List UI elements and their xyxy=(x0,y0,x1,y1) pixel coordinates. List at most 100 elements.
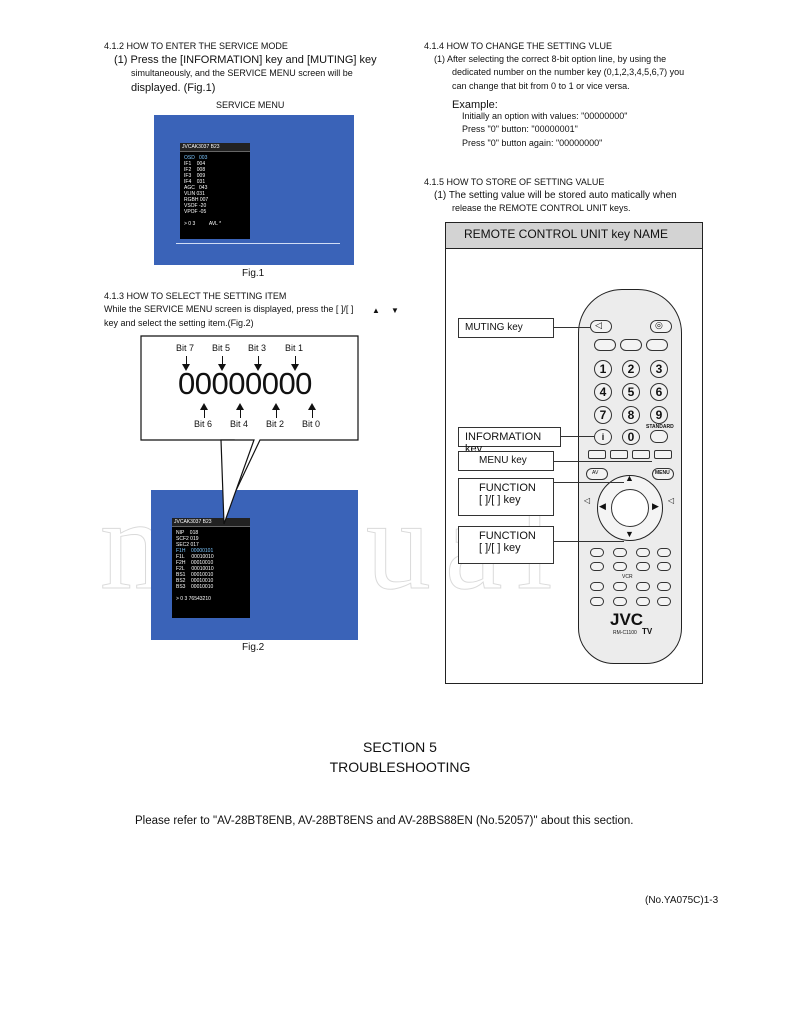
remote-key[interactable] xyxy=(646,339,668,351)
fig1-caption: Fig.1 xyxy=(242,268,265,279)
color-key-blue[interactable] xyxy=(654,450,672,459)
example-label: Example: xyxy=(452,99,498,111)
right-arrow-icon[interactable]: ▶ xyxy=(652,501,659,511)
power-key[interactable] xyxy=(650,320,672,333)
number-key-5[interactable]: 5 xyxy=(622,383,640,401)
callout-function-label: FUNCTION xyxy=(479,482,536,494)
fig1-menu-row: OSD 003 xyxy=(184,155,208,161)
number-key-0[interactable]: 0 xyxy=(622,429,640,445)
heading-4-1-3: 4.1.3 HOW TO SELECT THE SETTING ITEM xyxy=(104,291,287,301)
heading-4-1-2: 4.1.2 HOW TO ENTER THE SERVICE MODE xyxy=(104,41,288,51)
fig1-menu-row: RGBH 007 xyxy=(184,197,209,203)
fast-forward-key[interactable] xyxy=(657,582,671,591)
remote-key[interactable] xyxy=(613,562,627,571)
bit-callout-bubble xyxy=(140,335,359,521)
remote-key[interactable] xyxy=(657,548,671,557)
number-key-3[interactable]: 3 xyxy=(650,360,668,378)
up-arrow-icon: ▲ xyxy=(372,306,380,315)
play-key[interactable] xyxy=(636,582,650,591)
instruction-4-1-5-line1: (1) The setting value will be stored aut… xyxy=(434,190,677,201)
instruction-4-1-2-line2: simultaneously, and the SERVICE MENU scr… xyxy=(131,68,353,78)
vcr-key[interactable] xyxy=(613,597,627,606)
standard-key[interactable] xyxy=(650,430,668,443)
heading-4-1-5: 4.1.5 HOW TO STORE OF SETTING VALUE xyxy=(424,177,605,187)
left-arrow-icon[interactable]: ◀ xyxy=(599,501,606,511)
callout-function-label: FUNCTION xyxy=(479,530,536,542)
arrow-stem xyxy=(204,409,205,418)
color-key-yellow[interactable] xyxy=(632,450,650,459)
arrow-stem xyxy=(258,356,259,365)
instruction-4-1-2-line1: (1) Press the [INFORMATION] key and [MUT… xyxy=(114,54,377,66)
remote-key[interactable] xyxy=(594,339,616,351)
number-key-1[interactable]: 1 xyxy=(594,360,612,378)
fig2-menu-row: BS3 00010010 xyxy=(176,584,214,590)
fig1-menu-row: AGC 043 xyxy=(184,185,208,191)
example-line: Press "0" button again: "00000000" xyxy=(462,138,603,148)
number-key-2[interactable]: 2 xyxy=(622,360,640,378)
fig2-menu-row: SEC2 017 xyxy=(176,542,199,548)
callout-line xyxy=(554,461,652,462)
down-arrow-icon[interactable]: ▼ xyxy=(625,529,634,539)
remote-key[interactable] xyxy=(613,548,627,557)
fig1-menu-row: IF4 031 xyxy=(184,179,206,185)
instruction-4-1-4-line2: dedicated number on the number key (0,1,… xyxy=(452,67,685,77)
heading-4-1-4: 4.1.4 HOW TO CHANGE THE SETTING VLUE xyxy=(424,41,613,51)
number-key-9[interactable]: 9 xyxy=(650,406,668,424)
instruction-4-1-4-line3: can change that bit from 0 to 1 or vice … xyxy=(452,81,630,91)
instruction-4-1-5-line2: release the REMOTE CONTROL UNIT keys. xyxy=(452,203,631,213)
fig1-menu-title: JVCAK3037 B23 xyxy=(180,143,250,152)
remote-key[interactable] xyxy=(657,562,671,571)
remote-key[interactable] xyxy=(636,548,650,557)
rewind-key[interactable] xyxy=(613,582,627,591)
number-key-7[interactable]: 7 xyxy=(594,406,612,424)
fig1-menu-row: VSOF -20 xyxy=(184,203,207,209)
down-arrow-icon xyxy=(218,364,226,371)
callout-function-keys: [ ]/[ ] key xyxy=(479,542,521,554)
volume-up-icon: ◁ xyxy=(668,496,675,505)
example-line: Initially an option with values: "000000… xyxy=(462,111,628,121)
number-key-8[interactable]: 8 xyxy=(622,406,640,424)
callout-function-left-right: FUNCTION [ ]/[ ] key xyxy=(458,526,554,564)
menu-key[interactable] xyxy=(652,468,674,480)
fig1-menu-row: IF2 008 xyxy=(184,167,206,173)
av-key[interactable] xyxy=(586,468,608,480)
arrow-stem xyxy=(186,356,187,365)
fig1-menu-row: IF3 009 xyxy=(184,173,206,179)
arrow-stem xyxy=(312,409,313,418)
fig2-caption: Fig.2 xyxy=(242,642,265,653)
stop-key[interactable] xyxy=(636,597,650,606)
vcr-key[interactable] xyxy=(590,582,604,591)
arrow-stem xyxy=(276,409,277,418)
vcr-key[interactable] xyxy=(590,597,604,606)
color-key-green[interactable] xyxy=(610,450,628,459)
fig2-menu-row: NIP 018 xyxy=(176,530,199,536)
fig1-service-menu: JVCAK3037 B23 OSD 003 IF1 004 IF2 008 IF… xyxy=(180,143,250,239)
fig2-screen: JVCAK3037 B23 NIP 018 SCF2 019 SEC2 017 … xyxy=(151,490,358,640)
fig2-menu-row: BS2 00010010 xyxy=(176,578,214,584)
remote-panel-header: REMOTE CONTROL UNIT key NAME xyxy=(446,223,702,249)
tv-label: TV xyxy=(642,627,653,636)
number-key-4[interactable]: 4 xyxy=(594,383,612,401)
power-icon: ◎ xyxy=(655,320,663,330)
muting-key[interactable] xyxy=(590,320,612,333)
fig1-screen: JVCAK3037 B23 OSD 003 IF1 004 IF2 008 IF… xyxy=(154,115,354,265)
remote-key[interactable] xyxy=(636,562,650,571)
remote-key[interactable] xyxy=(590,548,604,557)
remote-key[interactable] xyxy=(590,562,604,571)
remote-key[interactable] xyxy=(620,339,642,351)
fig2-menu-row: F2L 00010010 xyxy=(176,566,214,572)
bit-callout-pointer xyxy=(220,439,255,525)
fig2-menu-row: F2H 00010010 xyxy=(176,560,214,566)
bit-label-top: Bit 1 xyxy=(285,343,304,353)
bit-label-bottom: Bit 2 xyxy=(266,419,285,429)
up-arrow-icon xyxy=(236,403,244,410)
speaker-icon: ◁ xyxy=(595,320,602,330)
color-key-red[interactable] xyxy=(588,450,606,459)
information-key[interactable]: i xyxy=(594,429,612,445)
up-arrow-icon[interactable]: ▲ xyxy=(625,473,634,483)
pause-key[interactable] xyxy=(657,597,671,606)
number-key-6[interactable]: 6 xyxy=(650,383,668,401)
dpad-center[interactable] xyxy=(611,489,649,527)
down-arrow-icon: ▼ xyxy=(391,306,399,315)
down-arrow-icon xyxy=(291,364,299,371)
